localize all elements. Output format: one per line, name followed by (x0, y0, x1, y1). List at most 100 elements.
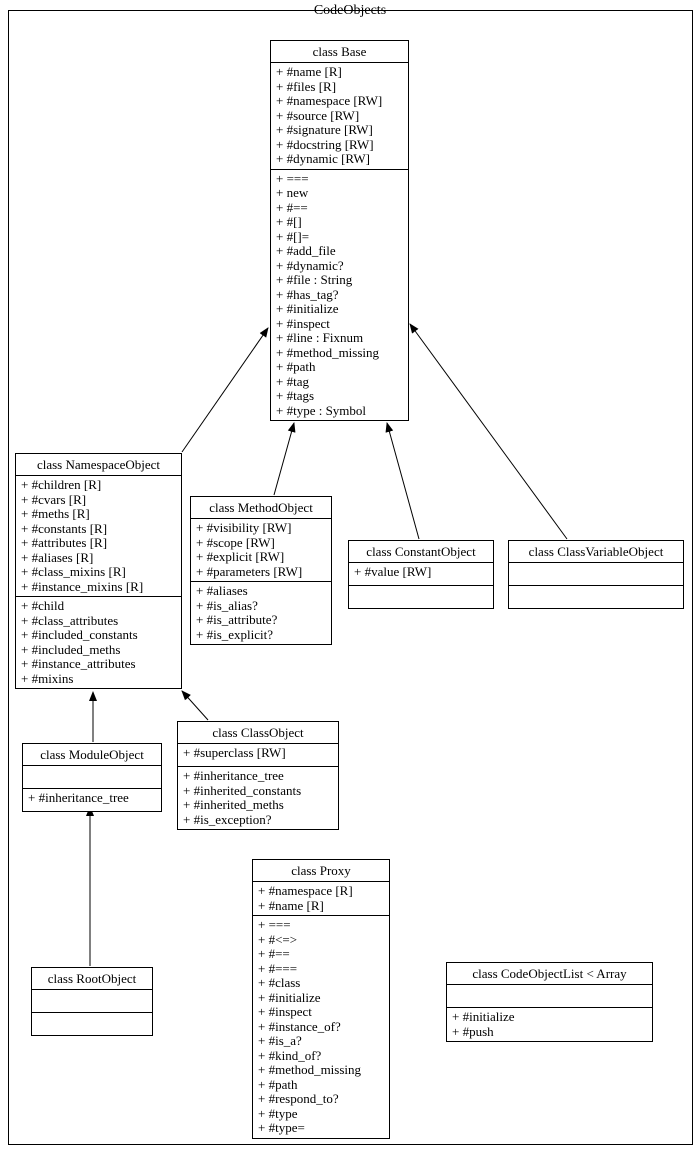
class-box-namespaceobject: class NamespaceObject + #children [R]+ #… (15, 453, 182, 689)
attribute-row: + #aliases [R] (21, 549, 94, 565)
attribute-row: + #children [R] (21, 477, 102, 492)
attribute-row: + #files [R] (276, 78, 337, 94)
class-attributes (447, 985, 652, 1008)
attribute-row: + #namespace [RW] (276, 93, 383, 108)
class-box-moduleobject: class ModuleObject + #inheritance_tree (22, 743, 162, 812)
method-row: + #method_missing (276, 344, 380, 360)
method-row: + #add_file (276, 243, 336, 258)
method-row: + #tag (276, 373, 309, 389)
class-title: class MethodObject (191, 497, 331, 519)
method-row: + #included_constants (21, 627, 138, 642)
attribute-row: + #scope [RW] (196, 534, 275, 550)
method-row: + #== (258, 946, 290, 961)
method-row: + #instance_attributes (21, 656, 136, 671)
class-methods: + #inheritance_tree (23, 789, 161, 811)
method-row: + #<=> (258, 931, 298, 947)
method-row: + #inheritance_tree (183, 768, 284, 783)
method-row: + #respond_to? (258, 1091, 339, 1106)
class-methods (509, 586, 683, 608)
class-box-classobject: class ClassObject + #superclass [RW] + #… (177, 721, 339, 830)
class-methods: + ===+ new+ #==+ #[]+ #[]=+ #add_file+ #… (271, 170, 408, 421)
class-title: class NamespaceObject (16, 454, 181, 476)
attribute-row: + #name [R] (276, 64, 342, 79)
method-row: + #line : Fixnum (276, 330, 364, 345)
method-row: + === (276, 170, 309, 186)
attribute-row: + #cvars [R] (21, 491, 87, 507)
method-row: + #inspect (276, 315, 330, 331)
class-title: class ClassObject (178, 722, 338, 744)
method-row: + #type (258, 1105, 298, 1121)
class-attributes: + #name [R]+ #files [R]+ #namespace [RW]… (271, 63, 408, 170)
method-row: + #mixins (21, 670, 74, 686)
class-attributes: + #superclass [RW] (178, 744, 338, 767)
attribute-row: + #visibility [RW] (196, 520, 292, 535)
class-methods: + #child+ #class_attributes+ #included_c… (16, 597, 181, 688)
method-row: + #dynamic? (276, 257, 344, 273)
method-row: + new (276, 185, 309, 200)
class-title: class Base (271, 41, 408, 63)
attribute-row: + #constants [R] (21, 520, 108, 536)
attribute-row: + #attributes [R] (21, 535, 108, 550)
class-box-methodobject: class MethodObject + #visibility [RW]+ #… (190, 496, 332, 645)
method-row: + #has_tag? (276, 286, 339, 302)
method-row: + #is_explicit? (196, 626, 274, 642)
method-row: + #tags (276, 388, 315, 403)
class-title: class ModuleObject (23, 744, 161, 766)
method-row: + #class (258, 975, 301, 990)
attribute-row: + #docstring [RW] (276, 136, 374, 152)
method-row: + #inspect (258, 1004, 312, 1019)
method-row: + #aliases (196, 583, 248, 598)
class-box-codeobjectlist: class CodeObjectList < Array + #initiali… (446, 962, 653, 1042)
method-row: + #push (452, 1023, 494, 1039)
attribute-row: + #instance_mixins [R] (21, 578, 144, 594)
method-row: + #is_a? (258, 1033, 302, 1048)
method-row: + #path (276, 359, 316, 374)
class-methods: + #inheritance_tree+ #inherited_constant… (178, 767, 338, 829)
method-row: + #kind_of? (258, 1047, 322, 1063)
method-row: + #file : String (276, 272, 353, 287)
class-title: class ConstantObject (349, 541, 493, 563)
method-row: + #type : Symbol (276, 402, 367, 418)
method-row: + #instance_of? (258, 1018, 341, 1034)
class-attributes (509, 563, 683, 586)
method-row: + #child (21, 598, 65, 613)
class-attributes: + #namespace [R]+ #name [R] (253, 882, 389, 916)
class-methods: + ===+ #<=>+ #==+ #===+ #class+ #initial… (253, 916, 389, 1138)
method-row: + #inherited_constants (183, 782, 302, 798)
class-title: class ClassVariableObject (509, 541, 683, 563)
method-row: + #path (258, 1076, 298, 1092)
class-attributes (23, 766, 161, 789)
attribute-row: + #namespace [R] (258, 883, 353, 898)
attribute-row: + #name [R] (258, 897, 324, 913)
attribute-row: + #class_mixins [R] (21, 564, 126, 579)
method-row: + #[]= (276, 228, 310, 244)
method-row: + #initialize (452, 1009, 515, 1024)
method-row: + #== (276, 199, 308, 215)
class-methods (32, 1013, 152, 1035)
class-box-constantobject: class ConstantObject + #value [RW] (348, 540, 494, 609)
attribute-row: + #superclass [RW] (183, 745, 286, 760)
attribute-row: + #signature [RW] (276, 122, 373, 137)
class-attributes: + #children [R]+ #cvars [R]+ #meths [R]+… (16, 476, 181, 597)
method-row: + === (258, 917, 291, 932)
method-row: + #is_exception? (183, 811, 272, 827)
class-box-proxy: class Proxy + #namespace [R]+ #name [R] … (252, 859, 390, 1139)
class-methods: + #aliases+ #is_alias?+ #is_attribute?+ … (191, 582, 331, 644)
method-row: + #is_alias? (196, 597, 258, 613)
class-box-rootobject: class RootObject (31, 967, 153, 1036)
class-attributes: + #value [RW] (349, 563, 493, 586)
method-row: + #inheritance_tree (28, 790, 129, 805)
method-row: + #type= (258, 1120, 305, 1135)
method-row: + #method_missing (258, 1062, 362, 1077)
attribute-row: + #parameters [RW] (196, 563, 303, 579)
class-title: class CodeObjectList < Array (447, 963, 652, 985)
method-row: + #=== (258, 960, 298, 976)
class-methods (349, 586, 493, 608)
method-row: + #is_attribute? (196, 612, 278, 627)
attribute-row: + #source [RW] (276, 107, 360, 123)
method-row: + #included_meths (21, 641, 121, 657)
attribute-row: + #explicit [RW] (196, 549, 285, 564)
attribute-row: + #dynamic [RW] (276, 151, 370, 166)
method-row: + #inherited_meths (183, 797, 284, 812)
class-methods: + #initialize+ #push (447, 1008, 652, 1041)
